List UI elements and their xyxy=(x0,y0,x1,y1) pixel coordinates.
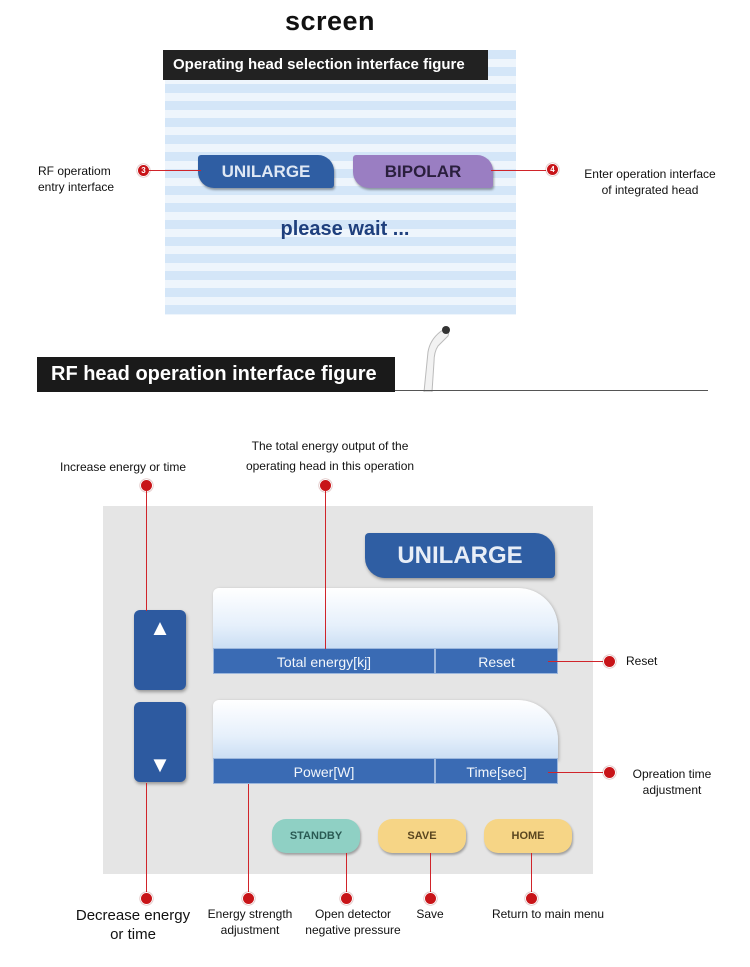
marker-save xyxy=(424,892,437,905)
callout-line xyxy=(325,491,326,649)
marker-home xyxy=(525,892,538,905)
callout-line xyxy=(491,170,547,171)
callout-line xyxy=(149,170,201,171)
bipolar-button[interactable]: BIPOLAR xyxy=(353,155,493,188)
energy-display xyxy=(213,588,558,650)
decrease-button[interactable]: ▼ xyxy=(134,702,186,782)
integrated-head-note: Enter operation interface of integrated … xyxy=(584,167,716,197)
total-energy-note: The total energy output of the operating… xyxy=(245,439,415,473)
callout-line xyxy=(248,784,249,892)
callout-line xyxy=(548,661,604,662)
callout-line xyxy=(531,853,532,893)
home-button[interactable]: HOME xyxy=(484,819,572,853)
marker-8 xyxy=(603,766,616,779)
marker-4: 4 xyxy=(546,163,559,176)
save-button[interactable]: SAVE xyxy=(378,819,466,853)
callout-line xyxy=(146,783,147,893)
up-arrow-icon: ▲ xyxy=(149,615,171,640)
power-time-display xyxy=(213,700,558,760)
page-title: screen xyxy=(284,6,376,36)
save-note: Save xyxy=(416,907,444,921)
reset-button[interactable]: Reset xyxy=(435,648,558,674)
selection-banner: Operating head selection interface figur… xyxy=(163,50,488,80)
increase-button[interactable]: ▲ xyxy=(134,610,186,690)
total-energy-field: Total energy[kj] xyxy=(213,648,435,674)
wait-message: please wait ... xyxy=(280,218,410,240)
energy-strength-note: Energy strength adjustment xyxy=(207,907,293,937)
divider xyxy=(395,390,708,391)
handpiece-icon xyxy=(423,326,450,392)
power-field[interactable]: Power[W] xyxy=(213,758,435,784)
time-adjust-note: Opreation time adjustment xyxy=(632,767,712,797)
increase-note: Increase energy or time xyxy=(60,460,187,474)
callout-line xyxy=(346,853,347,893)
marker-energy-strength xyxy=(242,892,255,905)
marker-9 xyxy=(603,655,616,668)
callout-line xyxy=(146,491,147,611)
decrease-note: Decrease energy or time xyxy=(75,907,191,943)
rf-section-banner: RF head operation interface figure xyxy=(37,357,395,392)
callout-line xyxy=(548,772,604,773)
return-note: Return to main menu xyxy=(491,907,605,921)
callout-line xyxy=(430,853,431,893)
standby-button[interactable]: STANDBY xyxy=(272,819,360,853)
head-badge: UNILARGE xyxy=(365,533,555,578)
time-field[interactable]: Time[sec] xyxy=(435,758,558,784)
down-arrow-icon: ▼ xyxy=(149,752,171,777)
rf-entry-note: RF operatiom entry interface xyxy=(38,164,115,194)
reset-note: Reset xyxy=(626,654,658,668)
open-detector-note: Open detector negative pressure xyxy=(305,907,401,937)
marker-standby xyxy=(340,892,353,905)
marker-decrease xyxy=(140,892,153,905)
unilarge-button[interactable]: UNILARGE xyxy=(198,155,334,188)
